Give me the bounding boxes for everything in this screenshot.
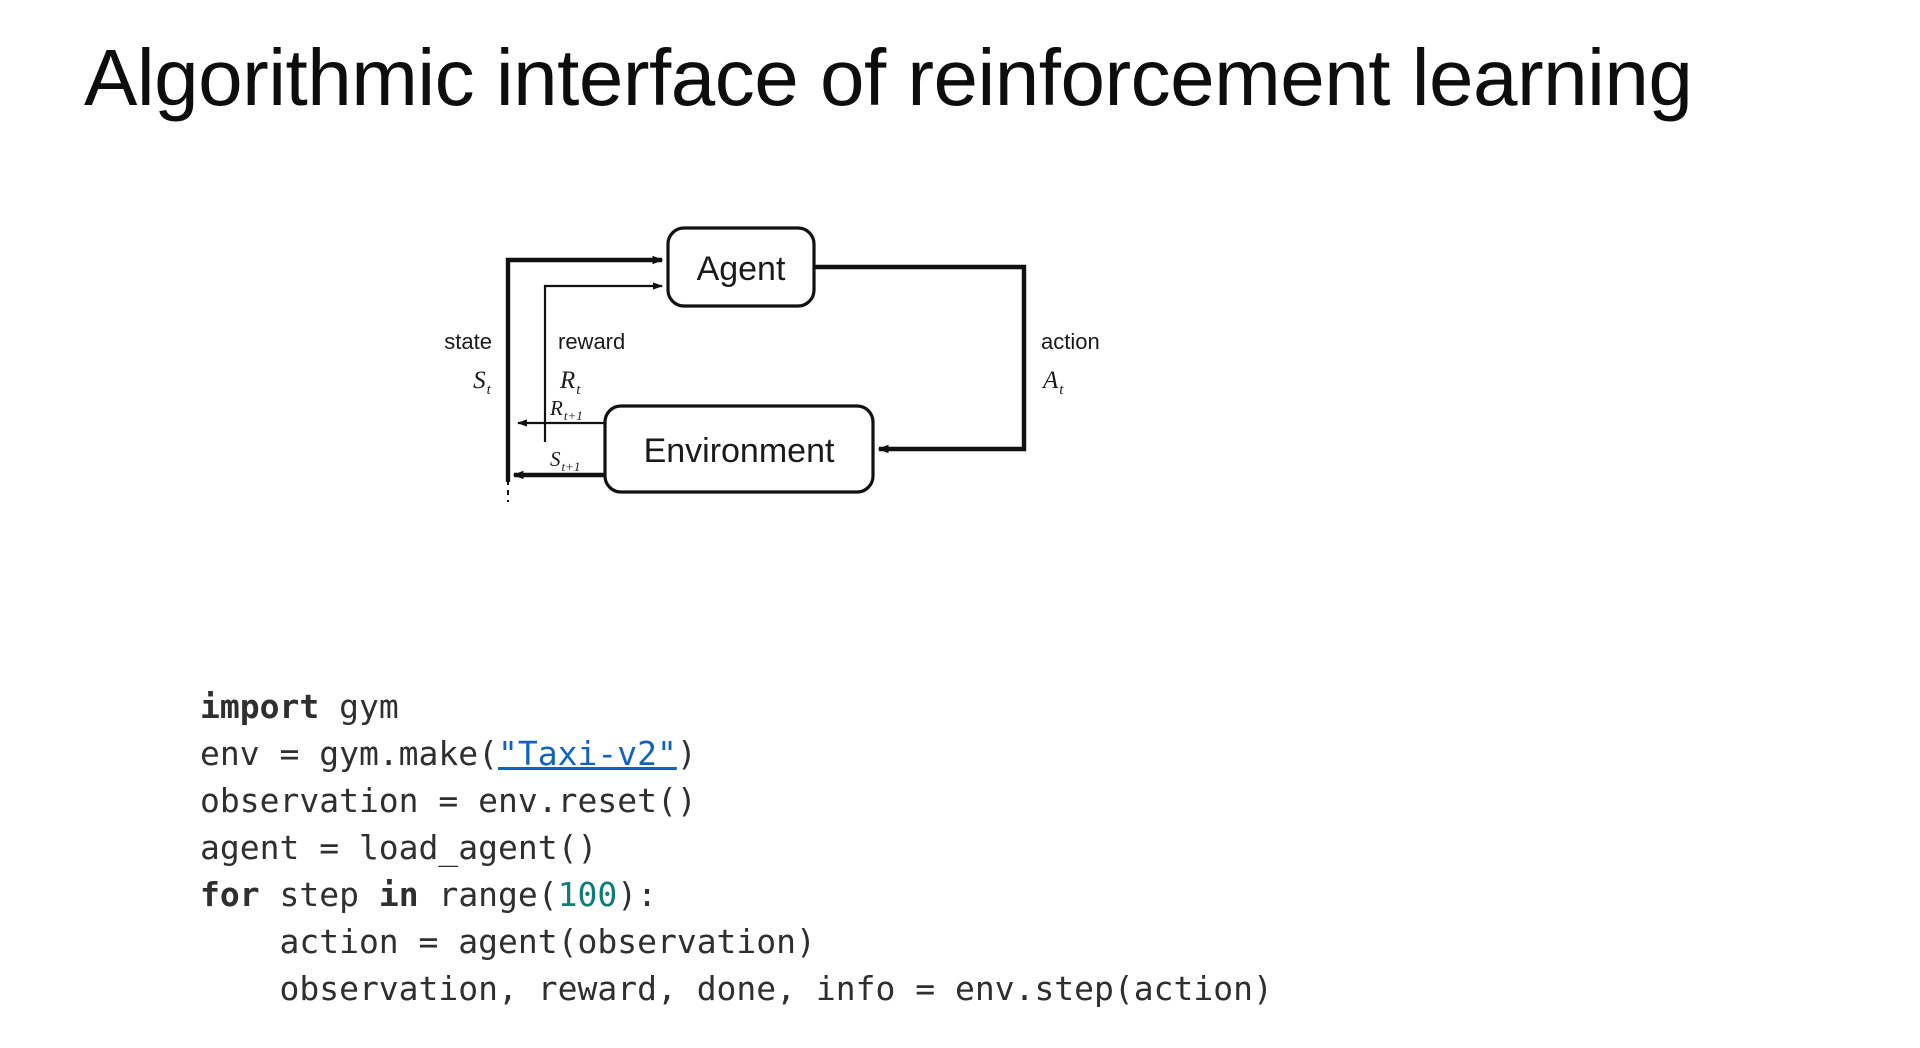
code-text: step	[259, 875, 379, 914]
edge-symbol-next-state: St+1	[550, 447, 580, 474]
code-line: for step in range(100):	[200, 871, 1273, 918]
node-environment: Environment	[603, 404, 875, 494]
diagram-svg: Agent Environment state St	[444, 226, 1100, 502]
code-text: gym	[319, 687, 399, 726]
code-text: ):	[617, 875, 658, 914]
code-keyword: in	[378, 875, 419, 914]
edge-reward-path	[543, 282, 663, 442]
environment-label: Environment	[644, 432, 835, 470]
code-text: observation, reward, done, info = env.st…	[200, 969, 1273, 1008]
node-agent: Agent	[666, 226, 816, 308]
code-number-literal: 100	[557, 875, 618, 914]
code-keyword: import	[200, 687, 320, 726]
edge-symbol-action: At	[1041, 367, 1064, 398]
code-text: env = gym.make(	[200, 734, 499, 773]
agent-label: Agent	[697, 250, 786, 288]
code-line: observation, reward, done, info = env.st…	[200, 965, 1273, 1012]
code-text: action = agent(observation)	[200, 922, 816, 961]
code-text: observation = env.reset()	[200, 781, 697, 820]
code-line: env = gym.make("Taxi-v2")	[200, 730, 1273, 777]
page-title: Algorithmic interface of reinforcement l…	[84, 33, 1693, 122]
edge-symbol-reward: Rt	[559, 367, 581, 398]
code-env-id-link[interactable]: "Taxi-v2"	[498, 734, 677, 773]
edge-state-path	[505, 255, 664, 482]
edge-action-path	[814, 264, 1027, 454]
code-line: action = agent(observation)	[200, 918, 1273, 965]
code-line: observation = env.reset()	[200, 777, 1273, 824]
edge-label-state: state	[444, 329, 492, 354]
code-line: import gym	[200, 683, 1273, 730]
code-text: agent = load_agent()	[200, 828, 598, 867]
edge-label-action: action	[1041, 329, 1100, 354]
code-text: )	[676, 734, 697, 773]
code-line: agent = load_agent()	[200, 824, 1273, 871]
code-keyword: for	[200, 875, 260, 914]
environment-box	[603, 404, 875, 494]
edge-symbol-next-reward: Rt+1	[549, 396, 583, 423]
edge-symbol-state: St	[473, 367, 492, 398]
edge-label-reward: reward	[558, 329, 625, 354]
agent-environment-diagram: Agent Environment state St	[400, 210, 1180, 530]
code-text: range(	[418, 875, 558, 914]
